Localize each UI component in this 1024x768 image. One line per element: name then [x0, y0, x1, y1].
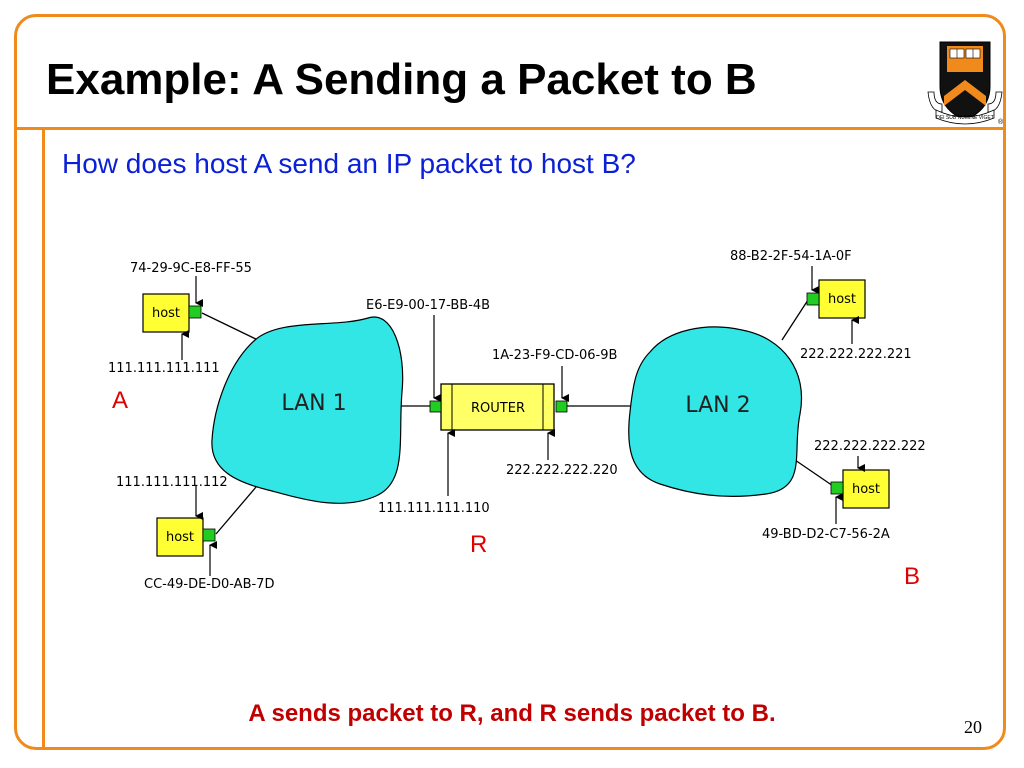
router-left-interface	[429, 400, 442, 413]
host-c-mac-label: CC-49-DE-D0-AB-7D	[144, 577, 274, 592]
host-d: host	[806, 279, 866, 319]
host-d-ip-label: 222.222.222.221	[800, 347, 912, 362]
slide-title: Example: A Sending a Packet to B	[46, 55, 757, 104]
host-a: host	[142, 293, 202, 333]
question-text: How does host A send an IP packet to hos…	[62, 148, 636, 179]
address-arrows	[181, 266, 865, 576]
node-b-letter: B	[904, 563, 920, 590]
host-a-label: host	[152, 306, 180, 321]
host-b-label: host	[852, 482, 880, 497]
link-lines	[201, 299, 837, 535]
host-c: host	[156, 517, 216, 557]
title-divider	[14, 127, 1006, 130]
router: ROUTER	[429, 383, 568, 431]
princeton-shield-logo: DEI SUB NUMINE VIGET ®	[927, 41, 1004, 126]
host-b-interface	[830, 481, 844, 495]
lan1-cloud	[211, 316, 404, 504]
logo-motto: DEI SUB NUMINE VIGET	[936, 115, 994, 121]
host-b: host	[830, 469, 890, 509]
logo-registered-mark: ®	[998, 118, 1004, 126]
address-labels: 74-29-9C-E8-FF-55 111.111.111.111 111.11…	[108, 249, 926, 592]
host-c-interface	[202, 528, 216, 542]
host-d-label: host	[828, 292, 856, 307]
host-b-mac-label: 49-BD-D2-C7-56-2A	[762, 527, 890, 542]
slide-frame	[14, 14, 1006, 750]
router-left-mac-label: E6-E9-00-17-BB-4B	[366, 298, 490, 313]
host-b-ip-label: 222.222.222.222	[814, 439, 926, 454]
host-d-mac-label: 88-B2-2F-54-1A-0F	[730, 249, 852, 264]
host-a-mac-label: 74-29-9C-E8-FF-55	[130, 261, 252, 276]
host-a-interface	[188, 305, 202, 319]
lan1-label: LAN 1	[281, 391, 346, 416]
page-number: 20	[964, 717, 982, 737]
host-c-label: host	[166, 530, 194, 545]
link-hostD-lan2	[781, 299, 809, 341]
router-left-ip-label: 111.111.111.110	[378, 501, 490, 516]
link-hostA-lan1	[201, 312, 263, 343]
host-c-ip-label: 111.111.111.112	[116, 475, 228, 490]
host-d-interface	[806, 292, 820, 306]
router-right-ip-label: 222.222.222.220	[506, 463, 618, 478]
router-right-interface	[555, 400, 568, 413]
lan2-label: LAN 2	[685, 393, 750, 418]
node-a-letter: A	[112, 387, 128, 414]
link-hostC-lan1	[215, 479, 263, 535]
lan2-cloud	[628, 326, 802, 497]
router-right-mac-label: 1A-23-F9-CD-06-9B	[492, 348, 617, 363]
host-a-ip-label: 111.111.111.111	[108, 361, 220, 376]
link-hostB-lan2	[794, 459, 837, 489]
router-label: ROUTER	[471, 401, 525, 416]
caption-text: A sends packet to R, and R sends packet …	[248, 700, 776, 727]
node-r-letter: R	[470, 531, 487, 558]
left-margin-rule	[42, 127, 45, 750]
